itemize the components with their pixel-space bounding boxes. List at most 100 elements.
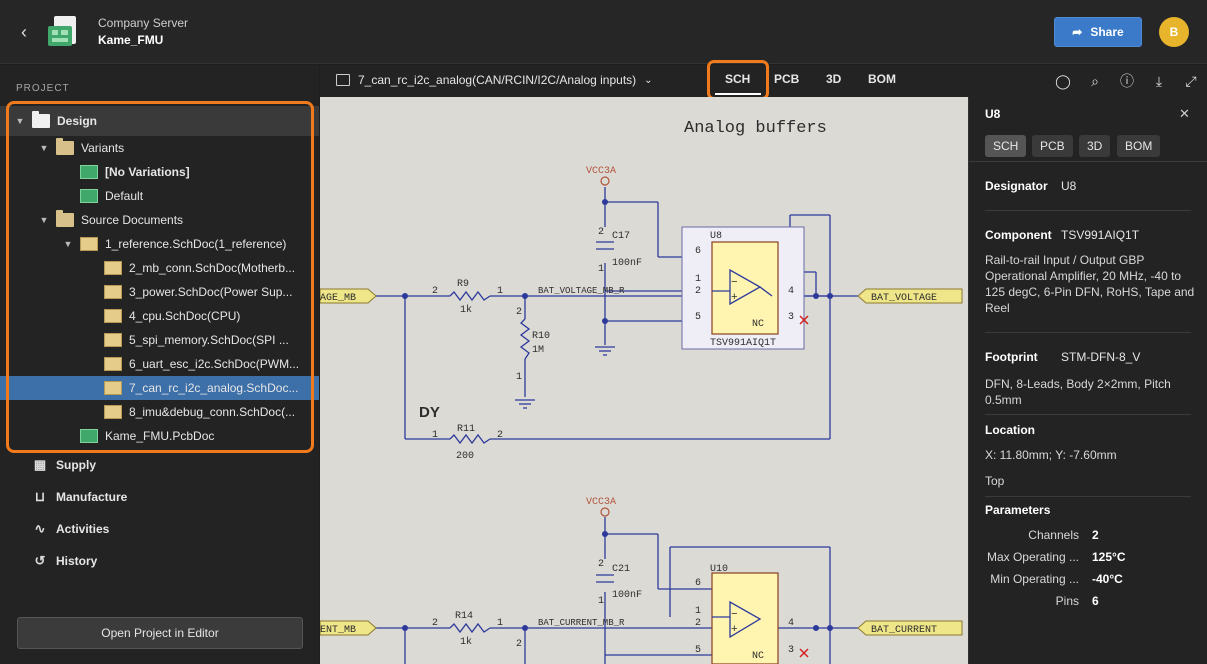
pin-label: 5 <box>695 645 701 656</box>
tree-label: 5_spi_memory.SchDoc(SPI ... <box>129 333 289 347</box>
tree-item-variant[interactable]: [No Variations] <box>0 160 319 184</box>
pin-label: 1 <box>695 606 701 617</box>
tree-label: 4_cpu.SchDoc(CPU) <box>129 309 241 323</box>
param-value: 125°C <box>1092 550 1126 564</box>
pin-label: 2 <box>516 307 522 318</box>
tree-item-design[interactable]: ▼ Design <box>0 106 319 136</box>
search-icon[interactable]: ⌕ <box>1091 73 1099 89</box>
tree-label: 8_imu&debug_conn.SchDoc(... <box>129 405 296 419</box>
r10-label: R10 <box>532 331 550 342</box>
tree-item-document-selected[interactable]: 7_can_rc_i2c_analog.SchDoc... <box>0 376 319 400</box>
comment-icon[interactable]: ◯ <box>1055 73 1071 89</box>
nav-history[interactable]: ↺ History <box>32 553 98 569</box>
board-icon <box>80 165 98 179</box>
pin-label: 1 <box>497 618 503 629</box>
tree-label: 7_can_rc_i2c_analog.SchDoc... <box>129 381 299 395</box>
history-icon: ↺ <box>34 553 46 568</box>
divider <box>985 210 1191 211</box>
net-label-left: AGE_MB <box>320 293 356 304</box>
divider <box>985 332 1191 333</box>
pin-label: 2 <box>695 286 701 297</box>
param-label: Channels <box>1028 528 1079 542</box>
schematic-icon <box>104 381 122 395</box>
tab-3d[interactable]: 3D <box>826 72 842 86</box>
chevron-down-icon[interactable]: ▼ <box>39 215 49 225</box>
param-value: 6 <box>1092 594 1099 608</box>
panel-tab-sch[interactable]: SCH <box>985 135 1027 157</box>
r14-value: 1k <box>460 636 472 648</box>
folder-icon <box>56 210 74 227</box>
download-icon[interactable]: ⤓ <box>1155 73 1163 89</box>
tree-item-document[interactable]: 6_uart_esc_i2c.SchDoc(PWM... <box>0 352 319 376</box>
tree-item-document[interactable]: 2_mb_conn.SchDoc(Motherb... <box>0 256 319 280</box>
schematic-icon <box>104 309 122 323</box>
param-value: 2 <box>1092 528 1099 542</box>
divider <box>985 414 1191 415</box>
avatar[interactable]: B <box>1159 17 1189 47</box>
pin-label: 1 <box>598 596 604 607</box>
chevron-down-icon[interactable]: ▼ <box>15 116 25 126</box>
schematic-canvas[interactable]: Analog buffers VCC3A C17 100nF 2 1 U8 TS… <box>320 97 968 664</box>
close-icon[interactable]: ✕ <box>1179 106 1190 121</box>
tree-item-document[interactable]: 8_imu&debug_conn.SchDoc(... <box>0 400 319 424</box>
pin-label: 2 <box>598 227 604 238</box>
tree-item-document[interactable]: ▼ 1_reference.SchDoc(1_reference) <box>0 232 319 256</box>
tree-item-document[interactable]: 4_cpu.SchDoc(CPU) <box>0 304 319 328</box>
opamp-plus: + <box>731 292 738 304</box>
pin-label: 1 <box>516 372 522 383</box>
dy-label: DY <box>419 404 440 421</box>
tab-pcb[interactable]: PCB <box>774 72 800 86</box>
panel-tab-bom[interactable]: BOM <box>1117 135 1161 157</box>
chevron-down-icon[interactable]: ▼ <box>63 239 73 249</box>
panel-tab-pcb[interactable]: PCB <box>1032 135 1073 157</box>
nav-manufacture[interactable]: ⊔ Manufacture <box>32 489 127 505</box>
document-selector[interactable]: 7_can_rc_i2c_analog(CAN/RCIN/I2C/Analog … <box>336 73 653 87</box>
c21-value: 100nF <box>612 590 642 601</box>
pin-label: 2 <box>516 639 522 650</box>
component-value: TSV991AIQ1T <box>1061 228 1140 242</box>
open-project-button[interactable]: Open Project in Editor <box>17 617 303 649</box>
tab-bom[interactable]: BOM <box>868 72 896 86</box>
u10-label: U10 <box>710 564 728 575</box>
properties-panel: U8 ✕ SCH PCB 3D BOM Designator U8 Compon… <box>968 97 1207 664</box>
tab-sch[interactable]: SCH <box>725 72 751 86</box>
schematic-icon <box>104 405 122 419</box>
tree-item-document[interactable]: 5_spi_memory.SchDoc(SPI ... <box>0 328 319 352</box>
pin-label: 2 <box>497 430 503 441</box>
tree-item-pcb[interactable]: Kame_FMU.PcbDoc <box>0 424 319 448</box>
nav-activities[interactable]: ∿ Activities <box>32 521 110 537</box>
opamp-minus: − <box>731 277 738 289</box>
nav-supply[interactable]: ▦ Supply <box>32 457 96 473</box>
tree-item-variant[interactable]: Default <box>0 184 319 208</box>
back-arrow-icon[interactable]: ‹ <box>21 22 27 42</box>
divider <box>969 161 1207 162</box>
nav-label: Activities <box>56 522 110 536</box>
pin-label: 1 <box>598 264 604 275</box>
net-label-mid: BAT_CURRENT_MB_R <box>538 618 625 628</box>
pin-label: 2 <box>432 618 438 629</box>
share-button[interactable]: ➦ Share <box>1054 17 1142 47</box>
pin-label: 1 <box>497 286 503 297</box>
param-label: Min Operating ... <box>990 572 1079 586</box>
chip-icon: ▦ <box>33 457 47 472</box>
r9-label: R9 <box>457 279 469 290</box>
net-label-mid: BAT_VOLTAGE_MB_R <box>538 286 625 296</box>
schematic-icon <box>104 261 122 275</box>
designator-label: Designator <box>985 179 1048 193</box>
nc-label: NC <box>752 651 764 662</box>
tree-item-variants[interactable]: ▼ Variants <box>0 136 319 160</box>
schematic-icon <box>104 357 122 371</box>
folder-icon <box>56 138 74 155</box>
pin-label: 4 <box>788 618 794 629</box>
chevron-down-icon[interactable]: ▼ <box>39 143 49 153</box>
panel-tab-3d[interactable]: 3D <box>1079 135 1111 157</box>
info-icon[interactable]: ⓘ <box>1120 73 1134 89</box>
tree-item-source-documents[interactable]: ▼ Source Documents <box>0 208 319 232</box>
expand-icon[interactable]: ⤢ <box>1185 73 1197 89</box>
location-label: Location <box>985 423 1035 437</box>
nav-label: Supply <box>56 458 97 472</box>
schematic-title: Analog buffers <box>684 119 827 138</box>
sidebar: PROJECT ▼ Design ▼ Variants [No Variatio… <box>0 65 319 664</box>
tree-item-document[interactable]: 3_power.SchDoc(Power Sup... <box>0 280 319 304</box>
schematic-icon <box>80 237 98 251</box>
